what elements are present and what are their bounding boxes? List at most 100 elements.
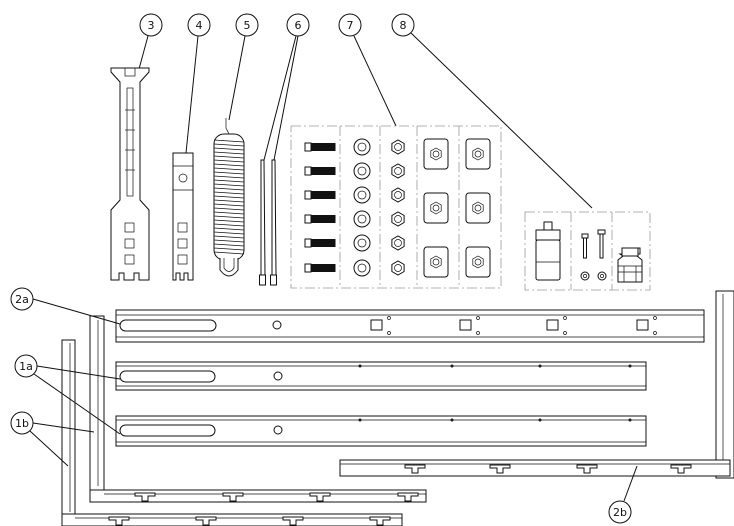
base-rail-upper	[89, 489, 427, 503]
bolt-shank	[310, 167, 336, 175]
spring-coil	[213, 207, 245, 211]
nut	[391, 260, 405, 276]
mounting-tab	[108, 516, 130, 526]
bolt-head	[304, 190, 312, 200]
base-rail-2b	[339, 459, 731, 477]
rail-pin-hole	[476, 316, 480, 320]
washer-hole	[357, 238, 367, 248]
clamp-plate-nut	[472, 255, 484, 269]
nut-hole	[394, 143, 402, 151]
callout-5: 5	[228, 13, 259, 121]
bolt-shank	[310, 239, 336, 247]
washer	[353, 138, 371, 156]
clamp-plate-nut	[430, 147, 442, 161]
rail-2a	[115, 309, 705, 343]
nut	[391, 187, 405, 203]
washer-hole	[357, 142, 367, 152]
spring-coil	[213, 211, 245, 215]
washer	[353, 186, 371, 204]
spring-coil	[213, 139, 245, 143]
callout-8-label: 8	[400, 19, 407, 32]
bolt-shank	[310, 215, 336, 223]
spring-coil	[213, 223, 245, 227]
nut	[391, 211, 405, 227]
spring-coil	[213, 203, 245, 207]
bolt-head	[304, 263, 312, 273]
spring-coil	[213, 171, 245, 175]
mounting-tab	[195, 516, 217, 526]
callout-1a-label: 1a	[19, 360, 33, 373]
nut-hole	[394, 264, 402, 272]
spring-coil	[213, 239, 245, 243]
spring-coil	[213, 195, 245, 199]
washer	[353, 210, 371, 228]
rail-pin-hole	[387, 316, 391, 320]
rail-1a-upper	[115, 361, 647, 391]
part-3-strap	[110, 67, 150, 281]
part-6-cable-ties	[259, 159, 277, 286]
callout-1b: 1b	[10, 411, 95, 467]
clamp-plate-nut	[430, 255, 442, 269]
callout-8: 8	[391, 13, 593, 209]
washer	[353, 234, 371, 252]
spring-coil	[213, 243, 245, 247]
bolt-head	[304, 238, 312, 248]
spring-coil	[213, 187, 245, 191]
rail-pin-hole	[476, 331, 480, 335]
rail-pin-hole	[387, 331, 391, 335]
bolt-shank	[310, 264, 336, 272]
callout-3-label: 3	[148, 19, 155, 32]
nut-hole	[394, 167, 402, 175]
clamp-plate	[465, 138, 491, 170]
mounting-tab	[309, 492, 331, 502]
nut-hole	[394, 191, 402, 199]
bolt-shank	[310, 191, 336, 199]
clamp-plate	[423, 192, 449, 224]
rail-pin-hole	[653, 331, 657, 335]
rail-slot	[370, 319, 383, 331]
washer	[353, 162, 371, 180]
clamp-plate-nut	[430, 201, 442, 215]
callout-6-label: 6	[295, 19, 302, 32]
rail-slot	[459, 319, 472, 331]
callout-5-label: 5	[244, 19, 251, 32]
callout-2a: 2a	[10, 287, 121, 325]
washer-hole	[357, 166, 367, 176]
upright-2b	[715, 290, 734, 479]
part-5-spring	[213, 118, 245, 277]
clamp-plate-hole	[432, 258, 440, 266]
washer	[353, 259, 371, 277]
spring-coil	[213, 219, 245, 223]
clamp-plate-nut	[472, 201, 484, 215]
clamp-plate-hole	[432, 150, 440, 158]
callout-7: 7	[338, 13, 397, 127]
mounting-tab	[576, 464, 598, 474]
kit-7-washers	[353, 138, 371, 277]
spring-coil	[213, 251, 245, 255]
mounting-tab	[489, 464, 511, 474]
nut	[391, 235, 405, 251]
rail-1a-lower	[115, 415, 647, 447]
callout-1b-label: 1b	[15, 417, 29, 430]
mounting-tab	[369, 516, 391, 526]
rail-2a-slots	[370, 316, 657, 335]
spring-coil	[213, 155, 245, 159]
clamp-plate-hole	[474, 204, 482, 212]
spring-coil	[213, 159, 245, 163]
clamp-plate-hole	[432, 204, 440, 212]
clamp-plate	[423, 246, 449, 278]
mounting-tab	[404, 464, 426, 474]
nut-hole	[394, 215, 402, 223]
nut	[391, 139, 405, 155]
callout-7-label: 7	[347, 19, 354, 32]
washer-hole	[357, 190, 367, 200]
spring-coil	[213, 175, 245, 179]
spring-coil	[213, 235, 245, 239]
spring-coil	[213, 163, 245, 167]
bolt-head	[304, 166, 312, 176]
clamp-plate	[465, 192, 491, 224]
callout-2b-label: 2b	[613, 506, 627, 519]
spring-coil	[213, 191, 245, 195]
rail-slot	[636, 319, 649, 331]
